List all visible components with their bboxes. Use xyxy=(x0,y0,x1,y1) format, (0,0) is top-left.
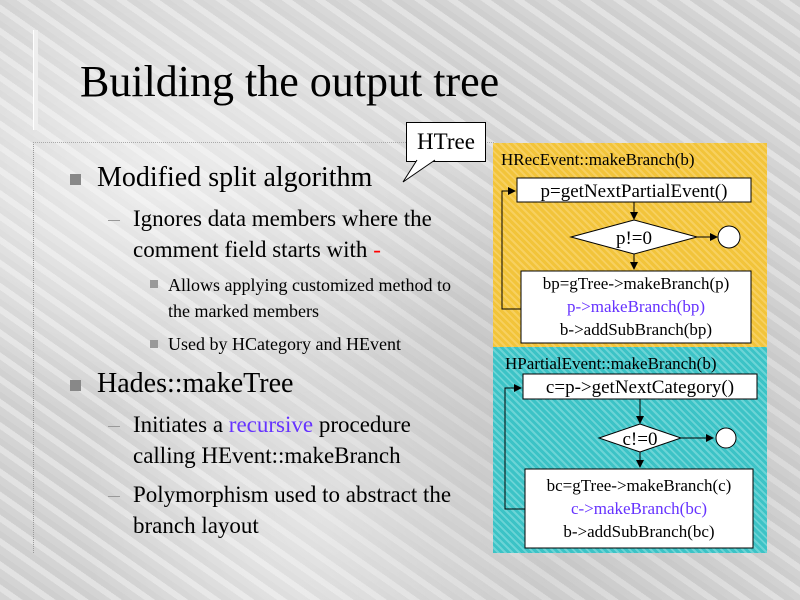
bullet-text: procedure calling HEvent::makeBranch xyxy=(133,412,411,468)
end-node xyxy=(715,427,737,449)
step-text: c=p->getNextCategory() xyxy=(546,377,734,398)
diagram-title: HRecEvent::makeBranch(b) xyxy=(501,150,695,169)
body-line: b->addSubBranch(bp) xyxy=(560,320,712,339)
condition-text: p!=0 xyxy=(616,228,652,249)
bullet-text: Ignores data members where the comment f… xyxy=(133,206,432,262)
bullet-text: Initiates a xyxy=(133,412,224,437)
bullet-1-1-2: Used by HCategory and HEvent xyxy=(168,334,401,354)
body-line: p->makeBranch(bp) xyxy=(567,297,705,316)
callout-pointer xyxy=(402,159,436,183)
bullet-icon xyxy=(70,174,81,185)
diagram-title: HPartialEvent::makeBranch(b) xyxy=(505,354,716,373)
dash-icon xyxy=(108,426,120,427)
body-line: bp=gTree->makeBranch(p) xyxy=(543,274,730,293)
bullet-icon xyxy=(150,340,158,348)
hpartialevent-diagram: HPartialEvent::makeBranch(b) c=p->getNex… xyxy=(493,347,767,553)
body-box xyxy=(520,270,752,344)
loop-arrow xyxy=(504,384,525,510)
bullet-2-1: Initiates a recursive procedure calling … xyxy=(133,409,473,471)
bullet-1-1: Ignores data members where the comment f… xyxy=(133,203,473,265)
step-box xyxy=(522,373,758,400)
bullet-2: Hades::makeTree xyxy=(97,368,294,399)
body-line: b->addSubBranch(bc) xyxy=(563,522,714,541)
slide-title: Building the output tree xyxy=(80,57,500,106)
recursive-highlight: recursive xyxy=(228,412,314,437)
bullet-icon xyxy=(150,280,158,288)
marker-dash: - xyxy=(373,237,381,262)
step-text: p=getNextPartialEvent() xyxy=(541,181,728,202)
htree-callout: HTree xyxy=(406,122,486,162)
body-line: c->makeBranch(bc) xyxy=(571,499,707,518)
loop-arrow xyxy=(501,187,521,310)
content-frame xyxy=(33,142,494,553)
condition-text: c!=0 xyxy=(623,429,658,450)
body-line: bc=gTree->makeBranch(c) xyxy=(547,476,732,495)
bullet-2-2: Polymorphism used to abstract the branch… xyxy=(133,482,452,538)
hrecevent-diagram: HRecEvent::makeBranch(b) p=getNextPartia… xyxy=(493,143,767,347)
decorative-bar xyxy=(33,30,38,130)
bullet-1: Modified split algorithm xyxy=(97,162,373,193)
dash-icon xyxy=(108,496,120,497)
end-node xyxy=(717,225,741,249)
bullet-icon xyxy=(70,380,81,391)
body-box xyxy=(524,468,754,549)
dash-icon xyxy=(108,220,120,221)
bullet-1-1-1: Allows applying customized method to the… xyxy=(168,275,451,321)
